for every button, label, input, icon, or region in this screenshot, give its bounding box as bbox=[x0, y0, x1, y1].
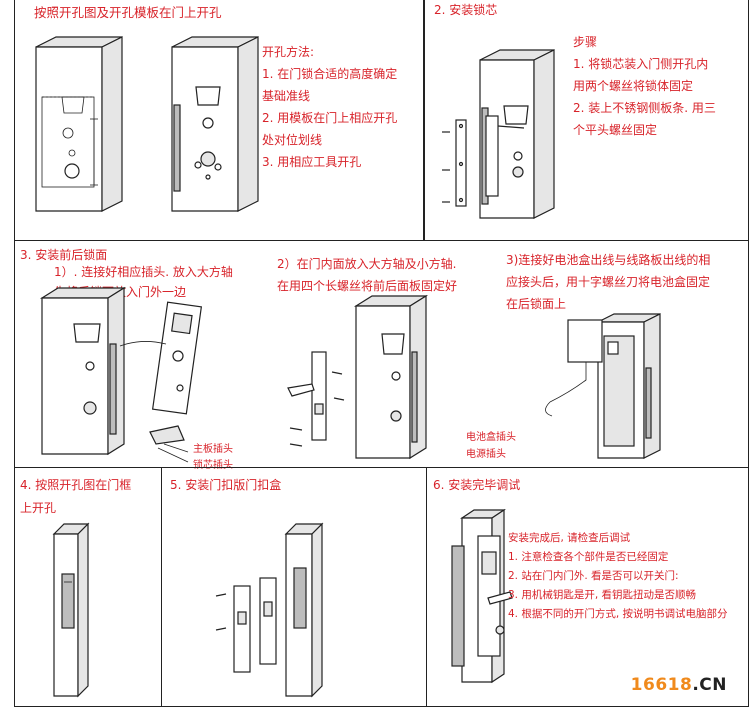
step3-sub2-line2: 在用四个长螺丝将前后面板固定好 bbox=[277, 279, 458, 293]
step3-sub3-line3: 在后锁面上 bbox=[506, 297, 567, 311]
watermark-suffix: .CN bbox=[692, 675, 727, 695]
installed-lock-drawing bbox=[451, 508, 513, 684]
strike-plate-drawing bbox=[215, 522, 324, 698]
label-battery-box-plug: 电池盒插头 bbox=[466, 432, 516, 443]
step1-method-item-4: 处对位划线 bbox=[262, 133, 323, 147]
step6-item-5: 4. 根据不同的开门方式, 按说明书调试电脑部分 bbox=[508, 608, 728, 620]
door-drawing-back-panel bbox=[39, 286, 203, 463]
label-main-board-plug: 主板插头 bbox=[193, 444, 233, 455]
watermark: 16618.CN bbox=[631, 675, 727, 695]
step3-sub2-line1: 2）在门内面放入大方轴及小方轴. bbox=[277, 257, 457, 271]
step6-item-2: 1. 注意检查各个部件是否已经固定 bbox=[508, 551, 669, 563]
door-drawing-template bbox=[35, 36, 123, 212]
door-drawing-lock-core bbox=[442, 49, 555, 219]
step2-item-1: 1. 将锁芯装入门侧开孔内 bbox=[573, 57, 709, 71]
label-power-plug: 电源插头 bbox=[466, 449, 506, 460]
step6-item-1: 安装完成后, 请检查后调试 bbox=[508, 532, 631, 544]
step1-method-heading: 开孔方法: bbox=[262, 45, 315, 59]
label-lock-core-plug: 锁芯插头 bbox=[193, 460, 233, 471]
step5-title: 5. 安装门扣版门扣盒 bbox=[170, 478, 282, 492]
step3-sub1-line1: 1）. 连接好相应插头. 放入大方轴 bbox=[54, 265, 233, 279]
step1-method-item-5: 3. 用相应工具开孔 bbox=[262, 155, 362, 169]
door-drawing-front-panel bbox=[287, 294, 429, 460]
step1-method-item-3: 2. 用模板在门上相应开孔 bbox=[262, 111, 398, 125]
door-drawing-holes bbox=[171, 36, 259, 212]
door-drawing-battery-box bbox=[545, 313, 661, 459]
step3-title: 3. 安装前后锁面 bbox=[20, 248, 108, 262]
step2-item-4: 个平头螺丝固定 bbox=[573, 123, 658, 137]
step3-sub3-line1: 3)连接好电池盒出线与线路板出线的相 bbox=[506, 253, 711, 267]
step1-title: 按照开孔图及开孔模板在门上开孔 bbox=[34, 5, 222, 20]
step3-sub3-line2: 应接头后，用十字螺丝刀将电池盒固定 bbox=[506, 275, 711, 289]
step1-method-item-1: 1. 在门锁合适的高度确定 bbox=[262, 67, 398, 81]
step4-title-line1: 4. 按照开孔图在门框 bbox=[20, 478, 132, 492]
step6-item-3: 2. 站在门内门外. 看是否可以开关门: bbox=[508, 570, 679, 582]
step6-title: 6. 安装完毕调试 bbox=[433, 478, 521, 492]
step4-title-line2: 上开孔 bbox=[20, 501, 57, 515]
door-frame-drawing bbox=[52, 522, 90, 698]
step2-sub-heading: 步骤 bbox=[573, 35, 598, 49]
step2-title: 2. 安装锁芯 bbox=[434, 3, 498, 17]
step1-method-item-2: 基础准线 bbox=[262, 89, 311, 103]
step2-item-3: 2. 装上不锈钢侧板条. 用三 bbox=[573, 101, 716, 115]
watermark-number: 16618 bbox=[630, 675, 693, 695]
step2-item-2: 用两个螺丝将锁体固定 bbox=[573, 79, 694, 93]
step6-item-4: 3. 用机械钥匙是开, 看钥匙扭动是否顺畅 bbox=[508, 589, 697, 601]
